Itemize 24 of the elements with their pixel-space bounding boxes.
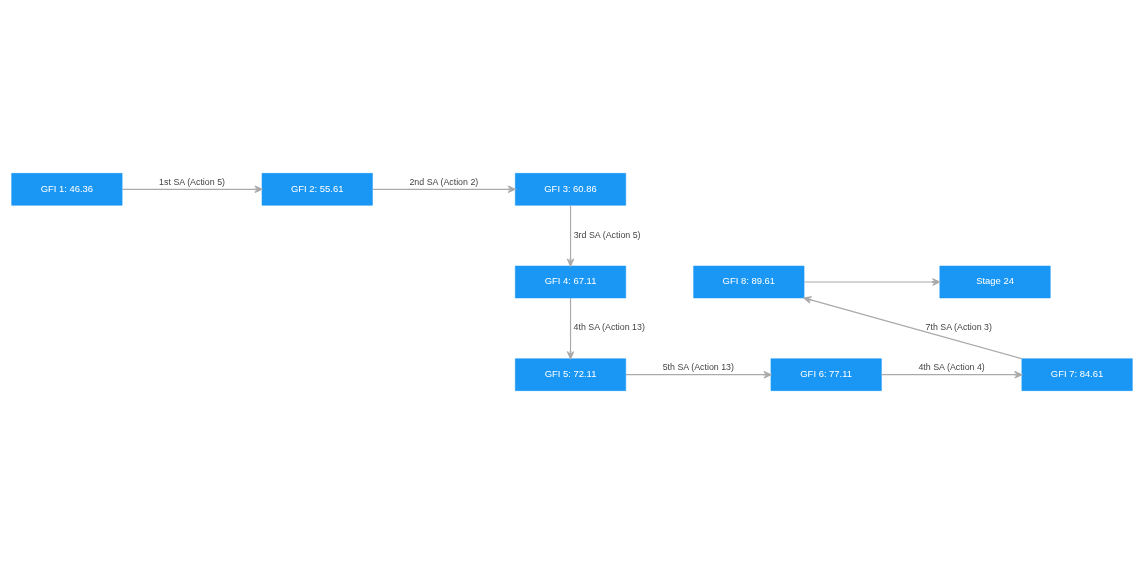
arrow: [566, 204, 575, 267]
edge-label: 1st SA (Action 5): [159, 176, 225, 187]
arrow: [803, 295, 1023, 359]
edge-label: 7th SA (Action 3): [925, 321, 992, 332]
arrow: [625, 370, 772, 378]
arrow: [880, 370, 1023, 378]
arrow: [566, 297, 575, 359]
arrow: [803, 277, 941, 286]
node-box: GFI 7: 84.61: [1021, 357, 1133, 391]
edge-label: 4th SA (Action 4): [918, 361, 985, 372]
arrow: [121, 185, 263, 193]
node-box: GFI 4: 67.11: [515, 265, 627, 298]
arrow: [371, 185, 516, 193]
node-box: GFI 6: 77.11: [770, 357, 882, 391]
node-box: GFI 1: 46.36: [11, 172, 123, 206]
edge-label: 4th SA (Action 13): [573, 321, 645, 332]
edge-label: 3rd SA (Action 5): [573, 229, 641, 240]
node-box: GFI 5: 72.11: [515, 357, 627, 391]
node-box: GFI 8: 89.61: [693, 265, 805, 298]
node-box: GFI 2: 55.61: [261, 172, 373, 206]
edge-label: 5th SA (Action 13): [662, 361, 734, 372]
node-box: GFI 3: 60.86: [515, 172, 627, 206]
edge-label: 2nd SA (Action 2): [409, 176, 479, 187]
node-box: Stage 24: [939, 265, 1051, 298]
